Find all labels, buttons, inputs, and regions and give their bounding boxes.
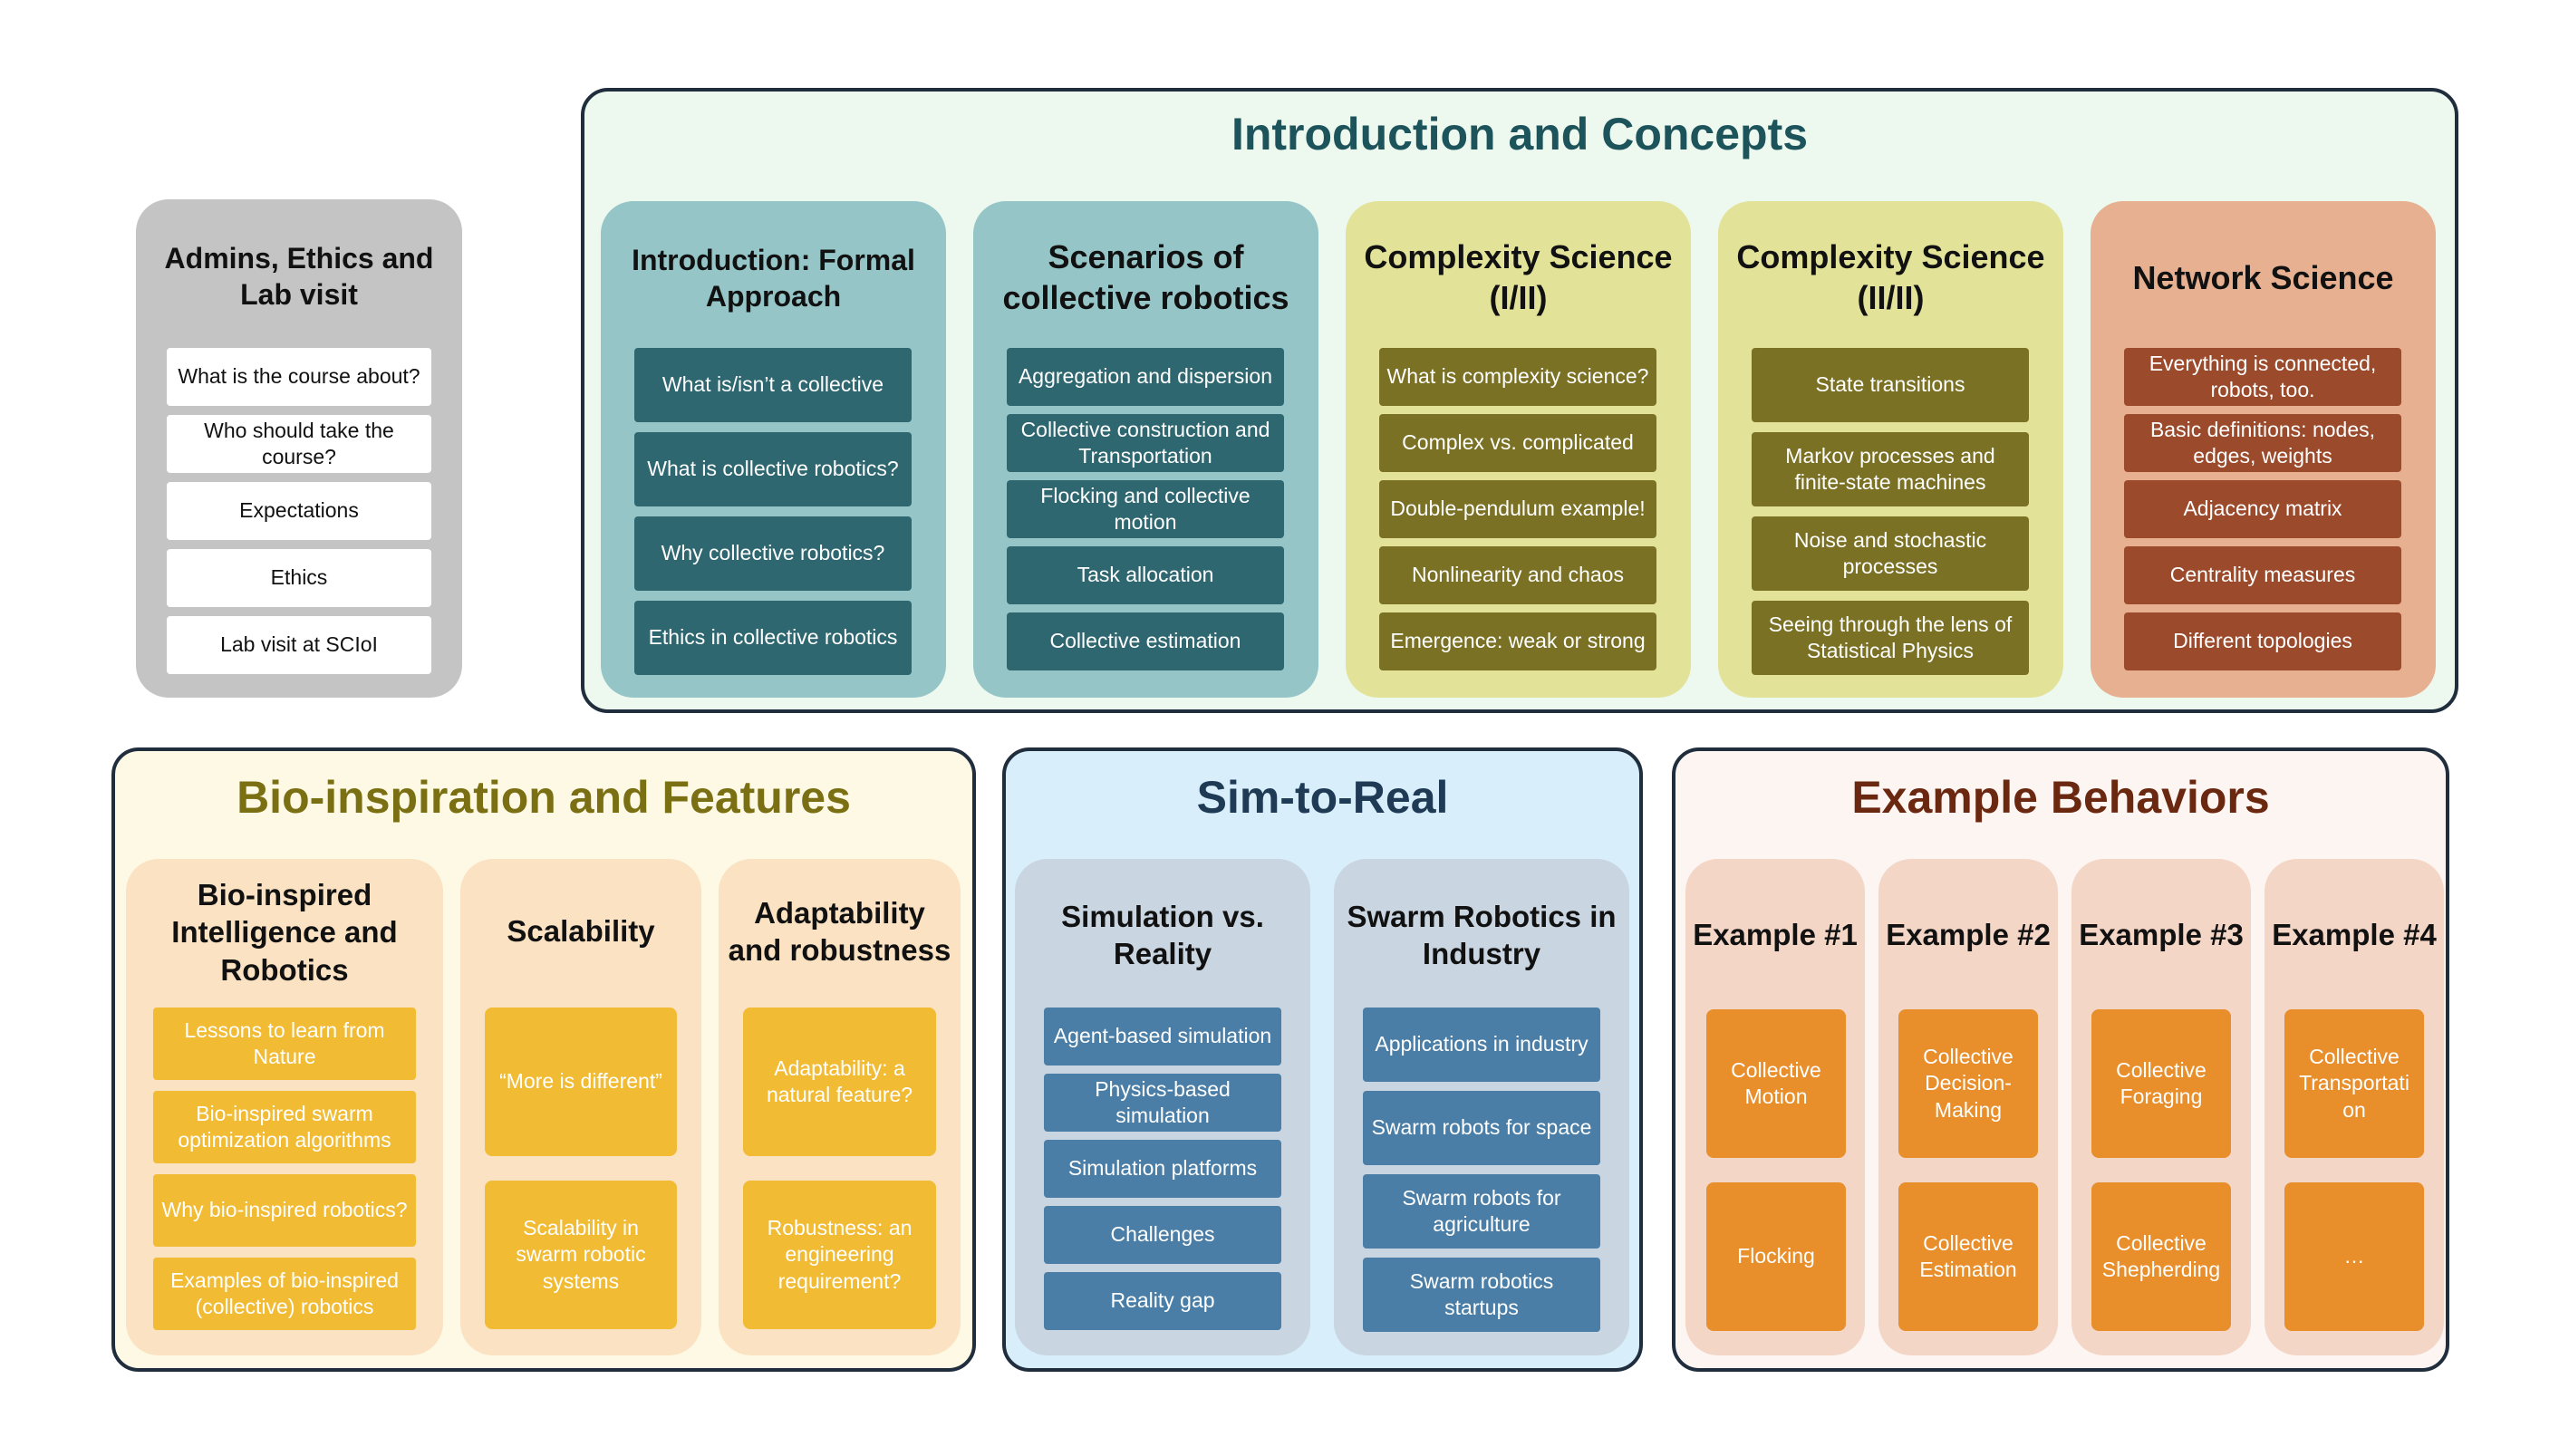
bio-col-title: Bio-inspired Intelligence and Robotics [171, 878, 398, 987]
intro-item: Aggregation and dispersion [1007, 348, 1284, 406]
intro-col-title: Complexity Science (II/II) [1736, 238, 2045, 316]
sim-item: Agent-based simulation [1044, 1008, 1281, 1065]
admin-item: Expectations [167, 482, 431, 540]
example-item: Collective Decision-Making [1898, 1009, 2038, 1158]
admin-item: Lab visit at SCIoI [167, 616, 431, 674]
intro-item: Collective estimation [1007, 612, 1284, 670]
sim-item: Swarm robotics startups [1363, 1258, 1600, 1332]
intro-col-title: Network Science [2132, 258, 2394, 296]
example-item: Collective Transportati on [2284, 1009, 2424, 1158]
admin-column-title: Admins, Ethics and Lab visit [164, 242, 434, 311]
intro-item: Adjacency matrix [2124, 480, 2401, 538]
intro-col-complexity-1: Complexity Science (I/II) What is comple… [1346, 201, 1691, 698]
bio-col-title: Scalability [507, 914, 655, 949]
example-item: Flocking [1706, 1182, 1846, 1331]
example-col-1: Example #1 Collective Motion Flocking [1685, 859, 1865, 1355]
intro-col-title: Scenarios of collective robotics [1002, 238, 1289, 316]
bio-col-intelligence: Bio-inspired Intelligence and Robotics L… [126, 859, 443, 1355]
intro-item: Different topologies [2124, 612, 2401, 670]
admin-column: Admins, Ethics and Lab visit What is the… [136, 199, 462, 698]
sim-item: Physics-based simulation [1044, 1074, 1281, 1132]
intro-item: Task allocation [1007, 546, 1284, 604]
bio-col-title: Adaptability and robustness [728, 895, 951, 967]
bio-item: “More is different” [485, 1008, 677, 1156]
intro-col-formal: Introduction: Formal Approach What is/is… [601, 201, 946, 698]
example-item: Collective Estimation [1898, 1182, 2038, 1331]
bio-item: Robustness: an engineering requirement? [743, 1181, 936, 1329]
intro-item: Seeing through the lens of Statistical P… [1752, 601, 2029, 675]
intro-col-title: Complexity Science (I/II) [1364, 238, 1673, 316]
example-col-3: Example #3 Collective Foraging Collectiv… [2071, 859, 2251, 1355]
sim-section-title: Sim-to-Real [1196, 772, 1449, 823]
bio-col-scalability: Scalability “More is different” Scalabil… [460, 859, 701, 1355]
intro-col-complexity-2: Complexity Science (II/II) State transit… [1718, 201, 2063, 698]
example-col-2: Example #2 Collective Decision-Making Co… [1878, 859, 2058, 1355]
bio-col-adaptability: Adaptability and robustness Adaptability… [719, 859, 961, 1355]
examples-section-title: Example Behaviors [1851, 772, 2270, 823]
sim-item: Reality gap [1044, 1272, 1281, 1330]
example-col-title: Example #4 [2272, 918, 2437, 952]
sim-col-title: Simulation vs. Reality [1061, 899, 1264, 970]
sim-item: Simulation platforms [1044, 1140, 1281, 1198]
bio-item: Adaptability: a natural feature? [743, 1008, 936, 1156]
admin-item: Who should take the course? [167, 415, 431, 473]
example-item: Collective Shepherding [2091, 1182, 2231, 1331]
intro-item: Complex vs. complicated [1379, 414, 1656, 472]
admin-item: What is the course about? [167, 348, 431, 406]
intro-item: Double-pendulum example! [1379, 480, 1656, 538]
example-col-4: Example #4 Collective Transportati on … [2264, 859, 2444, 1355]
intro-item: State transitions [1752, 348, 2029, 422]
intro-item: Collective construction and Transportati… [1007, 414, 1284, 472]
bio-item: Examples of bio-inspired (collective) ro… [153, 1258, 416, 1330]
intro-item: Nonlinearity and chaos [1379, 546, 1656, 604]
example-col-title: Example #1 [1693, 918, 1858, 952]
intro-section-title: Introduction and Concepts [1231, 109, 1809, 159]
intro-col-title: Introduction: Formal Approach [632, 244, 915, 313]
intro-item: What is complexity science? [1379, 348, 1656, 406]
intro-item: What is collective robotics? [634, 432, 912, 506]
sim-col-simulation: Simulation vs. Reality Agent-based simul… [1015, 859, 1310, 1355]
example-col-title: Example #2 [1886, 918, 2051, 952]
sim-item: Swarm robots for space [1363, 1091, 1600, 1165]
bio-item: Why bio-inspired robotics? [153, 1174, 416, 1247]
bio-item: Scalability in swarm robotic systems [485, 1181, 677, 1329]
admin-item: Ethics [167, 549, 431, 607]
intro-item: Ethics in collective robotics [634, 601, 912, 675]
sim-col-industry: Swarm Robotics in Industry Applications … [1334, 859, 1629, 1355]
intro-item: Flocking and collective motion [1007, 480, 1284, 538]
example-item: Collective Motion [1706, 1009, 1846, 1158]
bio-item: Lessons to learn from Nature [153, 1008, 416, 1080]
intro-item: Noise and stochastic processes [1752, 516, 2029, 591]
intro-item: Centrality measures [2124, 546, 2401, 604]
example-col-title: Example #3 [2079, 918, 2244, 952]
sim-col-title: Swarm Robotics in Industry [1347, 899, 1617, 970]
intro-col-network: Network Science Everything is connected,… [2091, 201, 2436, 698]
example-item: … [2284, 1182, 2424, 1331]
intro-item: Emergence: weak or strong [1379, 612, 1656, 670]
sim-item: Challenges [1044, 1206, 1281, 1264]
intro-col-scenarios: Scenarios of collective robotics Aggrega… [973, 201, 1318, 698]
bio-item: Bio-inspired swarm optimization algorith… [153, 1091, 416, 1163]
sim-item: Swarm robots for agriculture [1363, 1174, 1600, 1249]
intro-item: Basic definitions: nodes, edges, weights [2124, 414, 2401, 472]
intro-item: What is/isn’t a collective [634, 348, 912, 422]
bio-section-title: Bio-inspiration and Features [237, 772, 851, 823]
intro-item: Markov processes and finite-state machin… [1752, 432, 2029, 506]
intro-item: Everything is connected, robots, too. [2124, 348, 2401, 406]
example-item: Collective Foraging [2091, 1009, 2231, 1158]
intro-item: Why collective robotics? [634, 516, 912, 591]
sim-item: Applications in industry [1363, 1008, 1600, 1082]
